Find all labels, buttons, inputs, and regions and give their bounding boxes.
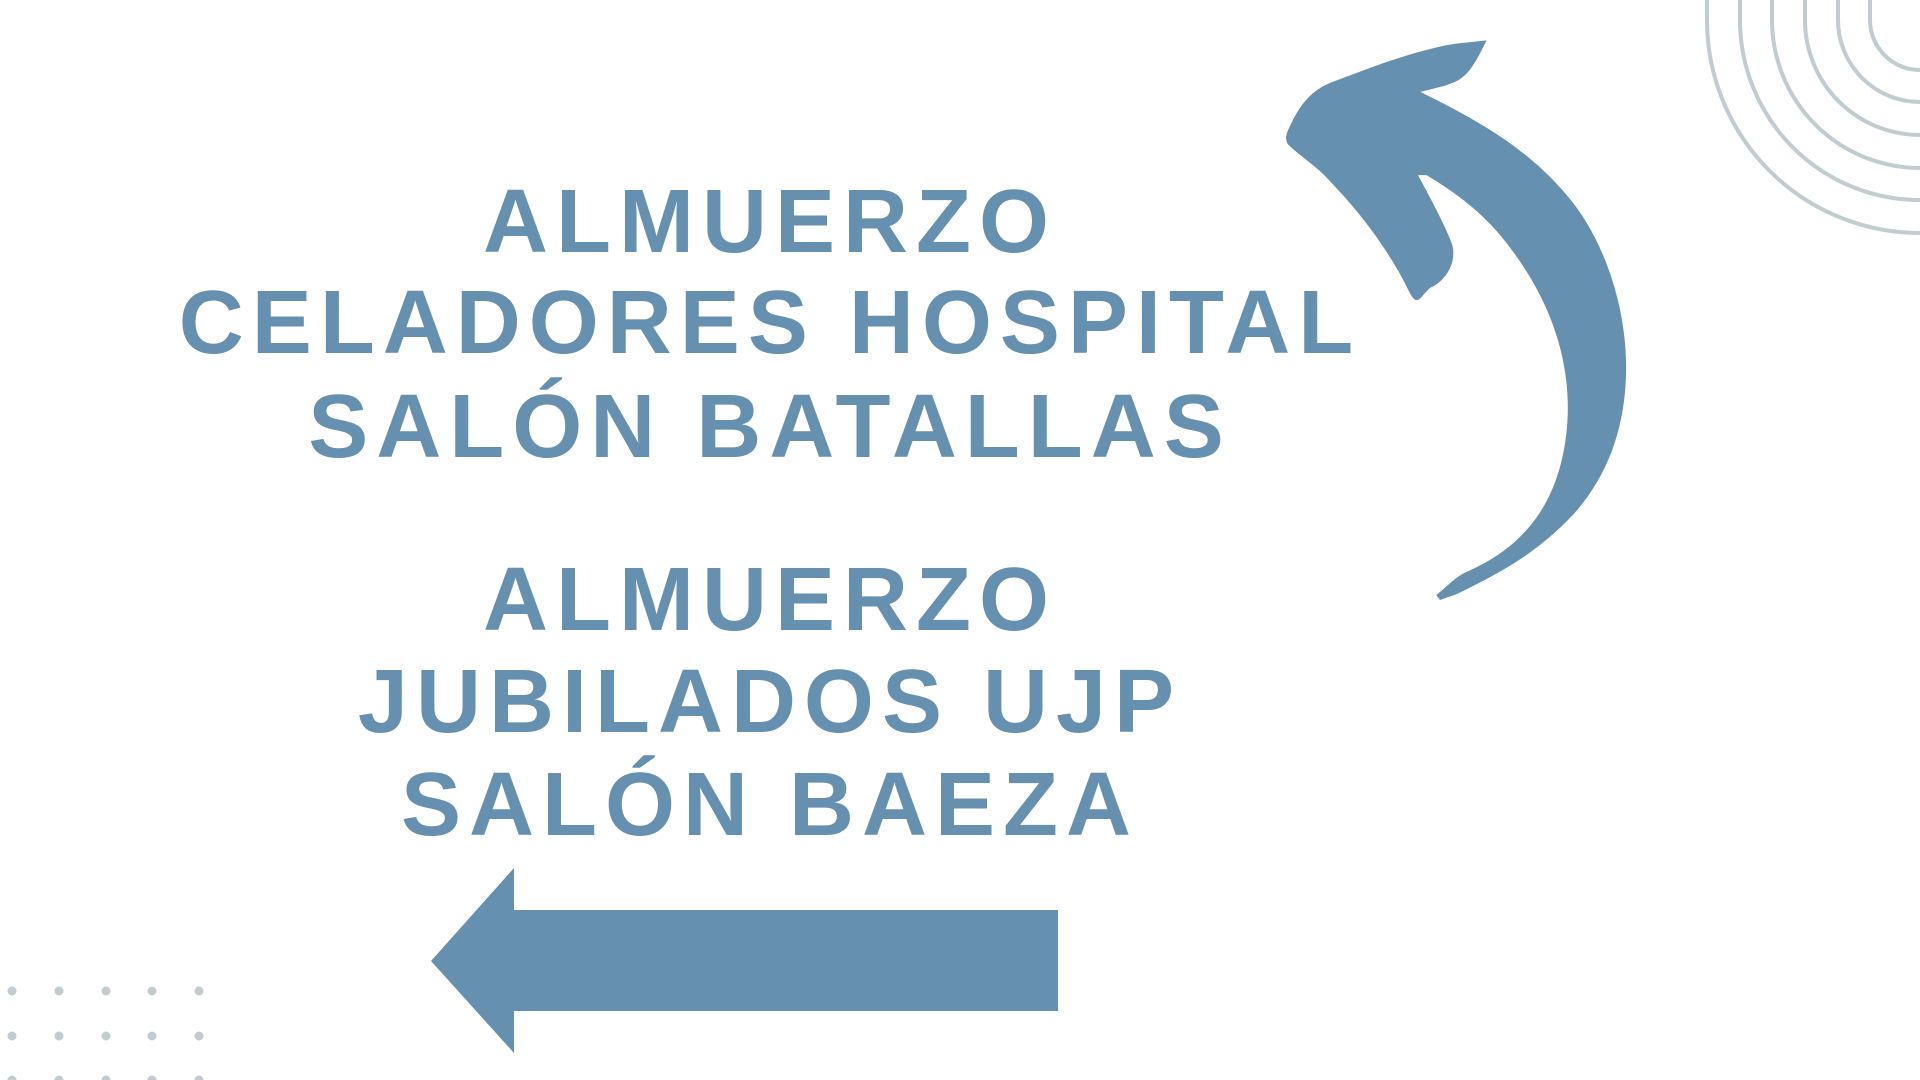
event2-venue: SALÓN BAEZA xyxy=(401,755,1139,855)
event1-group: CELADORES HOSPITAL xyxy=(178,273,1362,373)
event1-title: ALMUERZO xyxy=(483,172,1057,272)
event1-venue: SALÓN BATALLAS xyxy=(308,377,1232,477)
event2-group: JUBILADOS UJP xyxy=(357,652,1183,752)
event2-title: ALMUERZO xyxy=(483,550,1057,650)
